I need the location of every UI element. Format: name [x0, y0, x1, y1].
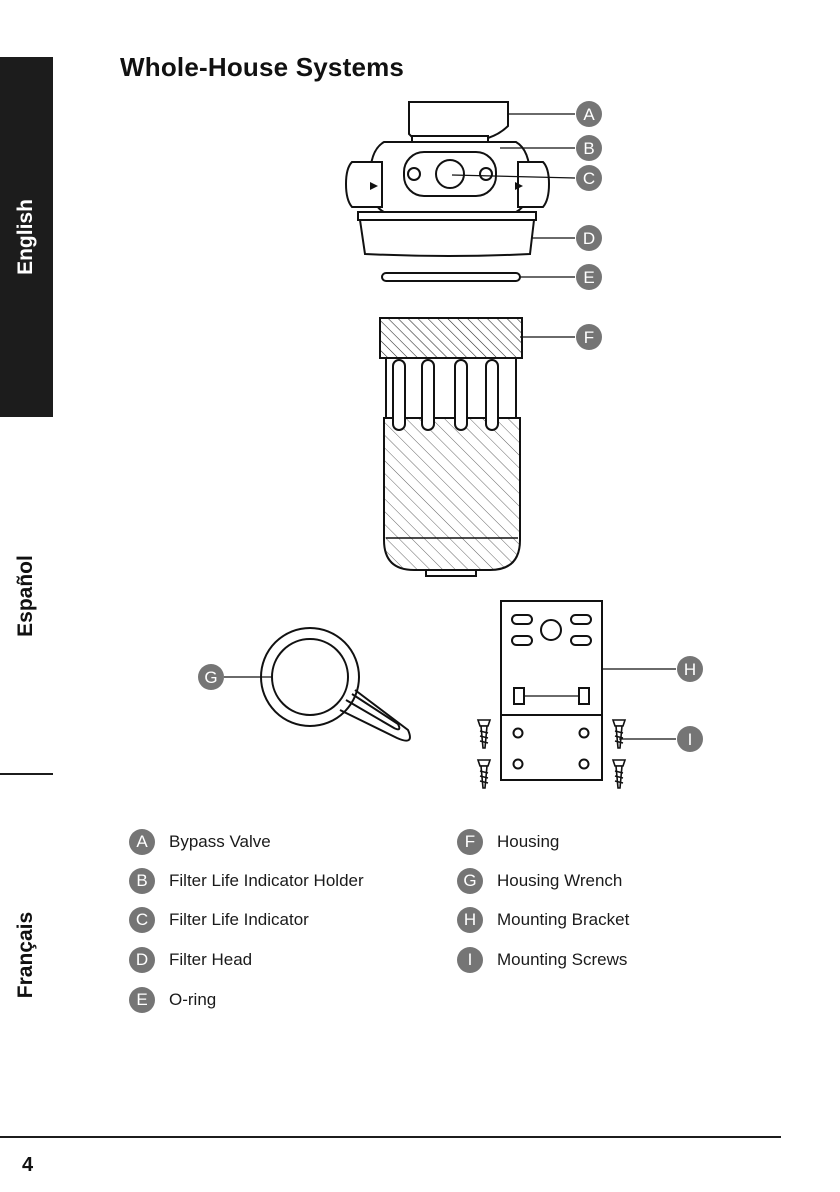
legend-item-h: H Mounting Bracket — [457, 907, 629, 933]
filter-head-illustration — [346, 102, 549, 256]
callout-i-letter: I — [688, 730, 693, 749]
callout-e-letter: E — [583, 268, 594, 287]
legend-label-d: Filter Head — [169, 950, 252, 970]
legend-label-e: O-ring — [169, 990, 216, 1010]
callout-a: A — [576, 101, 602, 127]
housing-illustration — [380, 318, 522, 576]
legend-item-i: I Mounting Screws — [457, 947, 627, 973]
callout-h-letter: H — [684, 660, 696, 679]
o-ring-illustration — [382, 273, 520, 281]
footer-rule — [0, 1136, 781, 1138]
mounting-bracket-illustration — [501, 601, 602, 780]
legend-item-c: C Filter Life Indicator — [129, 907, 309, 933]
callout-b: B — [576, 135, 602, 161]
callout-d-letter: D — [583, 229, 595, 248]
callout-a-letter: A — [583, 105, 595, 124]
housing-wrench-illustration — [261, 628, 410, 741]
legend-badge-a: A — [129, 829, 155, 855]
callout-c-letter: C — [583, 169, 595, 188]
legend-badge-b: B — [129, 868, 155, 894]
legend-badge-i: I — [457, 947, 483, 973]
callout-c: C — [576, 165, 602, 191]
legend-badge-h: H — [457, 907, 483, 933]
legend-item-b: B Filter Life Indicator Holder — [129, 868, 364, 894]
legend-item-f: F Housing — [457, 829, 559, 855]
legend-item-g: G Housing Wrench — [457, 868, 622, 894]
callout-g-letter: G — [204, 668, 217, 687]
callout-g: G — [198, 664, 224, 690]
legend-badge-c: C — [129, 907, 155, 933]
legend-badge-e: E — [129, 987, 155, 1013]
legend-label-c: Filter Life Indicator — [169, 910, 309, 930]
legend-item-d: D Filter Head — [129, 947, 252, 973]
page-number: 4 — [22, 1154, 33, 1177]
legend-item-e: E O-ring — [129, 987, 216, 1013]
legend-label-a: Bypass Valve — [169, 832, 271, 852]
legend-label-b: Filter Life Indicator Holder — [169, 871, 364, 891]
callout-f-letter: F — [584, 328, 594, 347]
callout-f: F — [576, 324, 602, 350]
callout-i: I — [677, 726, 703, 752]
callout-d: D — [576, 225, 602, 251]
legend-label-f: Housing — [497, 832, 559, 852]
callout-b-letter: B — [583, 139, 594, 158]
legend-badge-d: D — [129, 947, 155, 973]
callout-e: E — [576, 264, 602, 290]
legend-label-i: Mounting Screws — [497, 950, 627, 970]
legend-item-a: A Bypass Valve — [129, 829, 271, 855]
legend-label-g: Housing Wrench — [497, 871, 622, 891]
legend-label-h: Mounting Bracket — [497, 910, 629, 930]
legend-badge-f: F — [457, 829, 483, 855]
callout-h: H — [677, 656, 703, 682]
legend-badge-g: G — [457, 868, 483, 894]
